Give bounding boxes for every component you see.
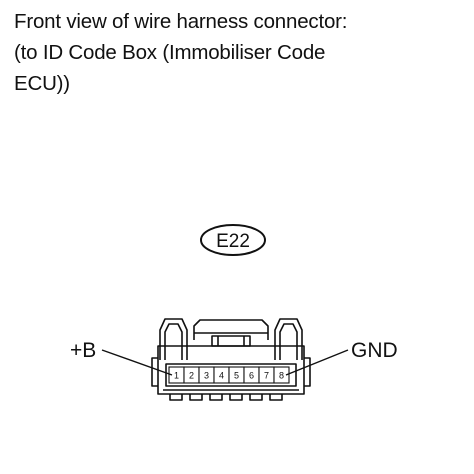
- caption-line-3: ECU)): [14, 72, 70, 95]
- pin-number: 2: [189, 371, 194, 381]
- connector-id: E22: [216, 231, 250, 252]
- caption-line-2: (to ID Code Box (Immobiliser Code: [14, 41, 326, 64]
- pin-number: 6: [249, 371, 254, 381]
- right-terminal-label: GND: [351, 339, 398, 362]
- right-leader-line: [285, 349, 349, 376]
- pin-number: 1: [174, 371, 179, 381]
- pin-number: 3: [204, 371, 209, 381]
- caption: Front view of wire harness connector: (t…: [14, 6, 464, 99]
- pin-number: 7: [264, 371, 269, 381]
- pin-number: 5: [234, 371, 239, 381]
- pin-number: 4: [219, 371, 224, 381]
- connector-id-oval: [200, 224, 266, 256]
- pin-row: 1 2 3 4 5 6 7 8: [168, 366, 290, 384]
- caption-line-1: Front view of wire harness connector:: [14, 10, 348, 33]
- connector-body: [151, 318, 311, 401]
- left-leader-line: [101, 349, 173, 376]
- pin-number: 8: [279, 371, 284, 381]
- pin-cell: [273, 366, 290, 384]
- left-terminal-label: +B: [70, 339, 96, 362]
